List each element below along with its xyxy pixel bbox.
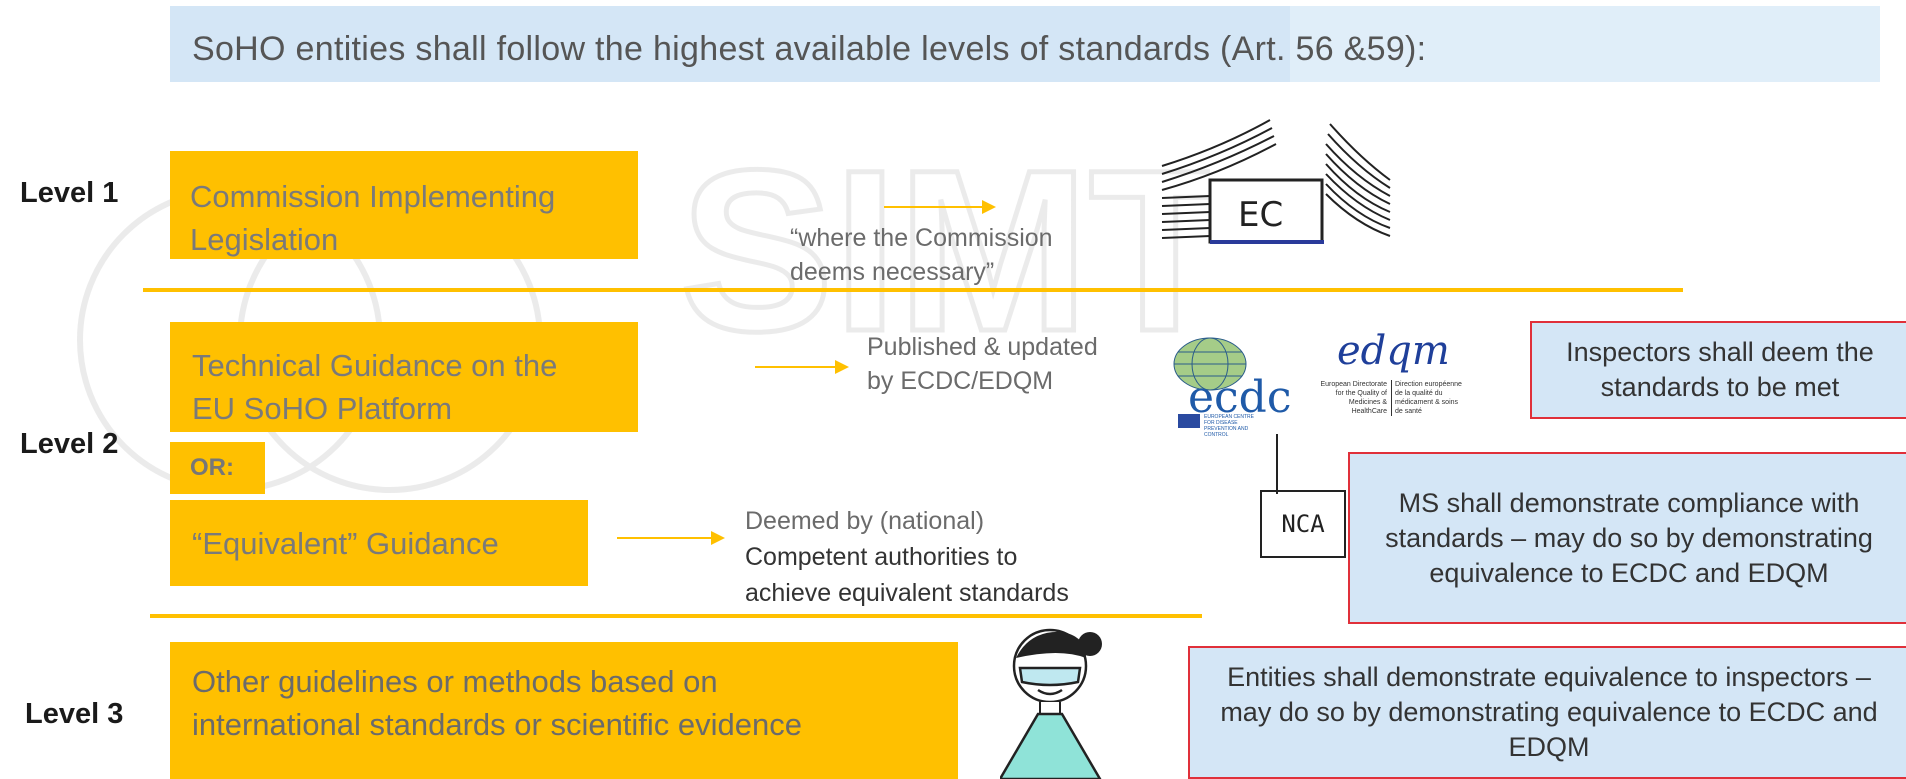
commission-legislation-line2: Legislation (190, 222, 339, 257)
published-note-line1: Published & updated (867, 333, 1098, 361)
deemed-note-line2: Competent authorities to (745, 543, 1018, 571)
ecdc-globe-icon (1173, 337, 1247, 428)
commission-legislation-line1: Commission Implementing (190, 179, 556, 214)
inspectors-box: Inspectors shall deem the standards to b… (1530, 321, 1906, 419)
ecdc-logo: ecdc EUROPEAN CENTRE FOR DISEASE PREVENT… (1172, 332, 1292, 438)
deemed-note: Deemed by (national) Competent authoriti… (745, 503, 1069, 611)
inspector-figure-icon (1000, 628, 1102, 779)
level-2-label: Level 2 (20, 428, 119, 460)
edqm-logo-subtitle-fr: Direction européenne de la qualité du mé… (1391, 380, 1465, 416)
arrow-level1 (884, 200, 996, 214)
nca-box: NCA (1260, 490, 1346, 558)
edqm-logo-text: edqm (1337, 328, 1450, 374)
technical-guidance-line2: EU SoHO Platform (192, 391, 453, 426)
arrow-technical (755, 360, 849, 374)
other-guidelines-box: Other guidelines or methods based on int… (170, 642, 958, 779)
deemed-note-line1: Deemed by (national) (745, 507, 985, 535)
published-note: Published & updated by ECDC/EDQM (867, 330, 1098, 398)
ec-logo-text: EC (1238, 195, 1283, 235)
divider-level1 (143, 288, 1683, 292)
commission-note: “where the Commission deems necessary” (790, 221, 1053, 289)
published-note-line2: by ECDC/EDQM (867, 367, 1054, 395)
commission-legislation-box: Commission Implementing Legislation (170, 151, 638, 259)
ms-compliance-box: MS shall demonstrate compliance with sta… (1348, 452, 1906, 624)
divider-level2 (150, 614, 1202, 618)
entities-box: Entities shall demonstrate equivalence t… (1188, 646, 1906, 779)
equivalent-guidance-box: “Equivalent” Guidance (170, 500, 588, 586)
other-guidelines-line1: Other guidelines or methods based on (192, 664, 718, 699)
or-label: OR: (170, 442, 265, 494)
ec-logo-icon: EC (1161, 119, 1391, 244)
page-title: SoHO entities shall follow the highest a… (192, 30, 1427, 68)
technical-guidance-box: Technical Guidance on the EU SoHO Platfo… (170, 322, 638, 432)
commission-note-line1: “where the Commission (790, 224, 1053, 252)
arrow-equivalent (617, 531, 725, 545)
nca-connector (1276, 434, 1278, 494)
title-band-highlight (1290, 6, 1880, 82)
technical-guidance-line1: Technical Guidance on the (192, 348, 558, 383)
ecdc-logo-text: ecdc (1188, 372, 1292, 423)
edqm-logo: edqm European Directorate for the Qualit… (1315, 328, 1465, 428)
ecdc-logo-subtitle: EUROPEAN CENTRE FOR DISEASE PREVENTION A… (1204, 414, 1255, 438)
edqm-logo-subtitle-en: European Directorate for the Quality of … (1320, 381, 1387, 415)
level-3-label: Level 3 (25, 698, 124, 730)
commission-note-line2: deems necessary” (790, 258, 995, 286)
deemed-note-line3: achieve equivalent standards (745, 579, 1069, 607)
other-guidelines-line2: international standards or scientific ev… (192, 707, 803, 742)
level-1-label: Level 1 (20, 177, 119, 209)
